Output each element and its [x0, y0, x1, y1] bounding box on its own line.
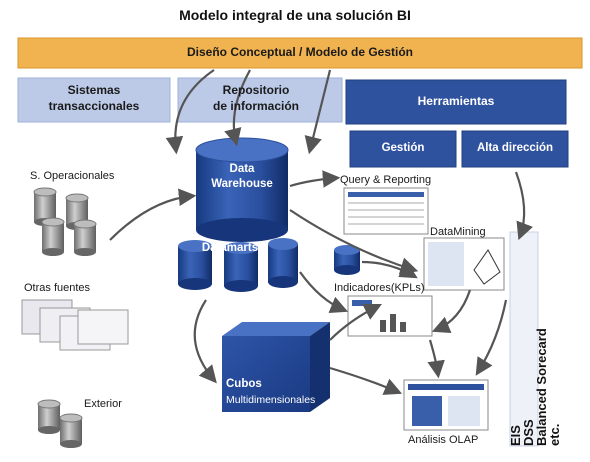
query-reporting-label: Query & Reporting	[340, 174, 432, 186]
cubos-label: Cubos	[226, 378, 262, 390]
otras-fuentes-label: Otras fuentes	[24, 282, 91, 294]
repositorio-band-label: Repositorio de información	[186, 82, 326, 114]
dw-line-1: Data	[229, 163, 255, 175]
operacionales-label: S. Operacionales	[30, 170, 115, 182]
otras-fuentes-pages	[21, 299, 129, 351]
herramientas-band	[345, 79, 567, 125]
right-stripe	[509, 231, 539, 447]
repositorio-line-1: Repositorio	[222, 83, 290, 97]
diagram-title: Modelo integral de una solución BI	[179, 7, 411, 23]
flow-arrows	[109, 69, 533, 395]
olap-label: Análisis OLAP	[408, 434, 479, 446]
cubos-cube	[222, 322, 330, 412]
sistemas-line-1: Sistemas	[67, 83, 121, 97]
repositorio-band	[177, 77, 343, 123]
gestion-label: Gestión	[381, 142, 425, 154]
data-warehouse-label: Data Warehouse	[196, 162, 288, 192]
query-report-thumb	[343, 187, 429, 235]
sistemas-band-label: Sistemas transaccionales	[18, 82, 170, 114]
indicadores-label: Indicadores(KPLs)	[334, 282, 425, 294]
vlabel-etc: etc.	[547, 423, 562, 446]
datamining-thumb	[423, 237, 505, 291]
sistemas-band	[17, 77, 171, 123]
herramientas-label: Herramientas	[417, 94, 495, 108]
exterior-label: Exterior	[84, 398, 122, 410]
olap-thumb	[403, 379, 489, 431]
dw-line-2: Warehouse	[211, 178, 273, 190]
exterior-cylinders	[37, 399, 83, 448]
datamarts-cylinders	[178, 238, 360, 292]
operacionales-cylinders	[33, 187, 97, 256]
datamarts-label: Datamarts	[201, 242, 259, 254]
datamining-label: DataMining	[430, 226, 486, 238]
gestion-box	[349, 130, 457, 168]
conceptual-band-label: Diseño Conceptual / Modelo de Gestión	[186, 45, 414, 59]
data-warehouse-cylinder	[195, 137, 289, 242]
repositorio-line-2: de información	[212, 99, 299, 113]
conceptual-band	[17, 37, 583, 69]
alta-direccion-box	[461, 130, 569, 168]
sistemas-line-2: transaccionales	[48, 99, 140, 113]
cubos-sub-label: Multidimensionales	[226, 394, 316, 406]
alta-direccion-label: Alta dirección	[476, 142, 554, 154]
